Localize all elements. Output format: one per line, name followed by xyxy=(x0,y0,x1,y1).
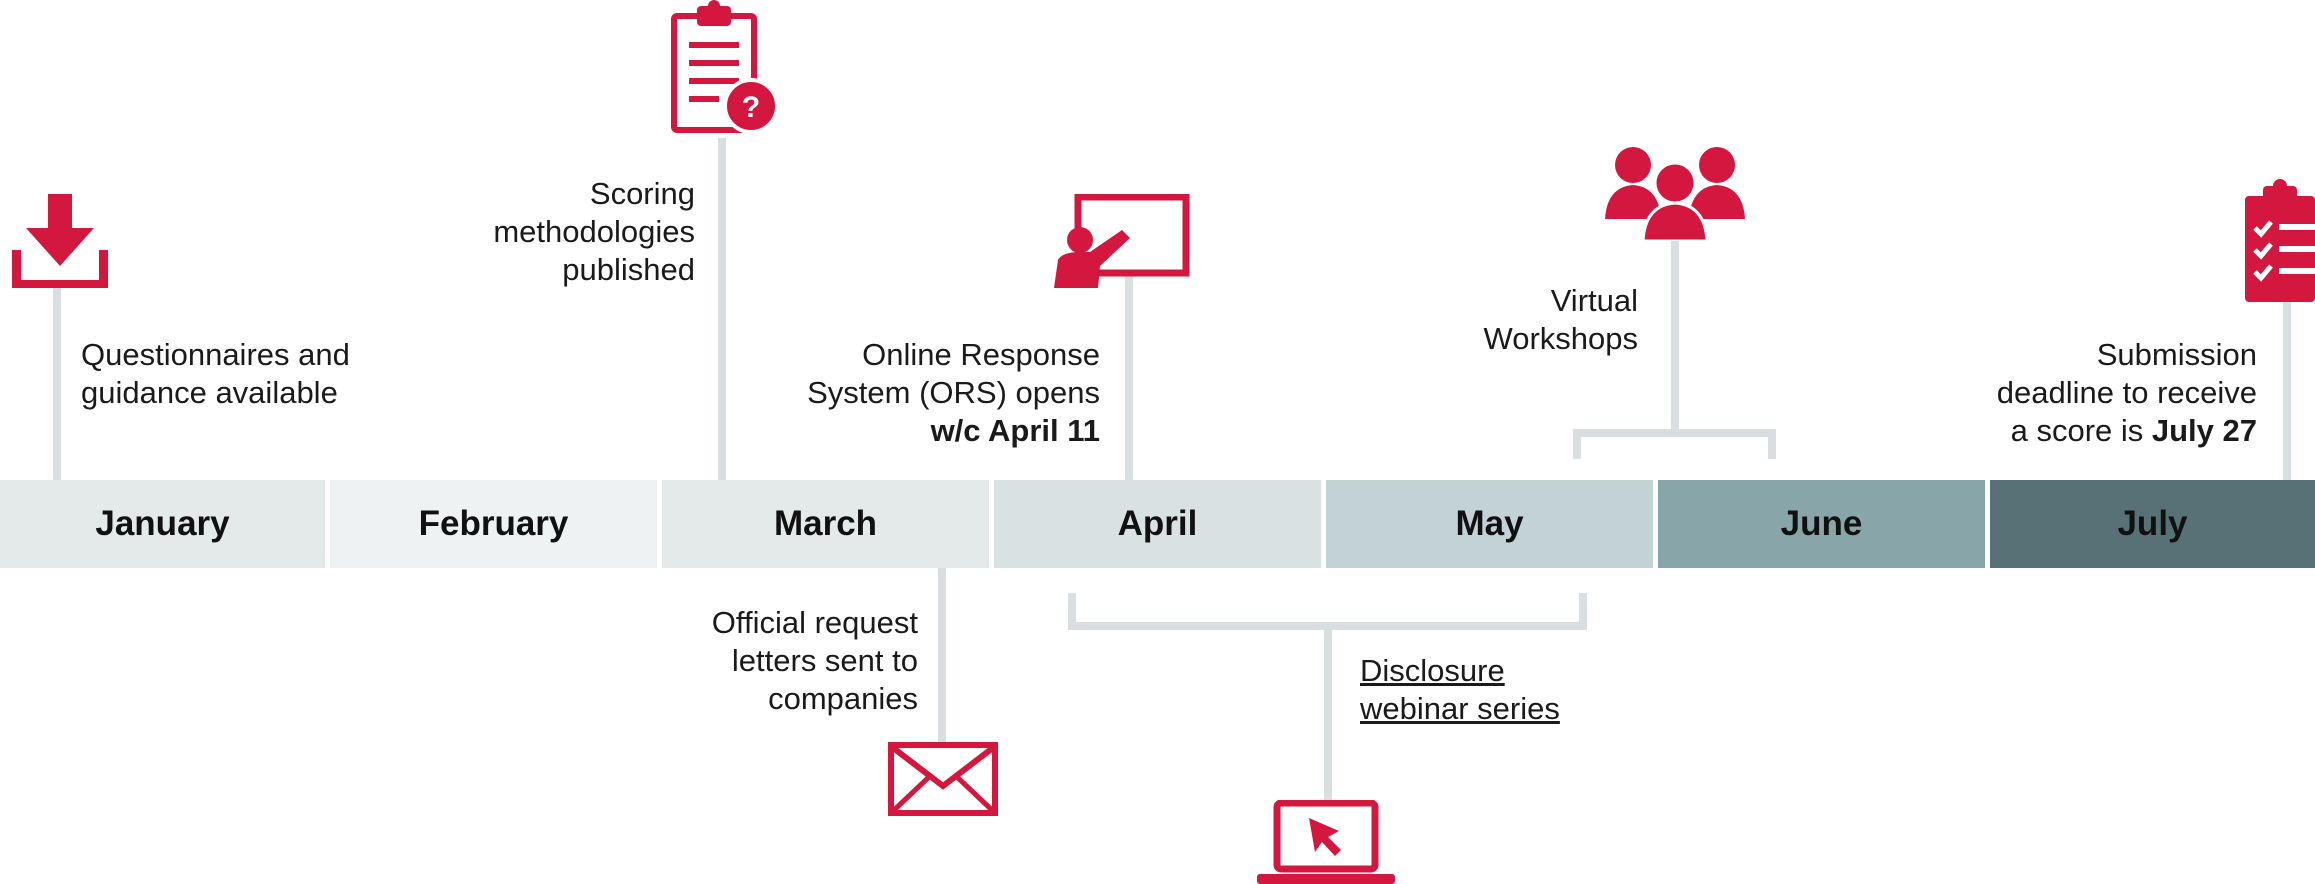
label-line: letters sent to xyxy=(731,643,918,678)
month-label: May xyxy=(1455,504,1524,543)
clipboard-checklist-icon xyxy=(2243,178,2315,302)
scoring-connector xyxy=(718,138,726,480)
label-line: Questionnaires and xyxy=(81,337,350,372)
webinar-bracket-right xyxy=(1579,593,1587,630)
workshops-bracket xyxy=(1573,429,1776,437)
label-line: deadline to receive xyxy=(1996,375,2257,410)
submission-label: Submission deadline to receive a score i… xyxy=(1997,336,2257,450)
questionnaires-label: Questionnaires and guidance available xyxy=(81,336,350,412)
clipboard-question-icon: ? xyxy=(669,0,781,136)
letters-connector xyxy=(938,568,946,744)
laptop-cursor-icon xyxy=(1257,800,1395,884)
download-icon xyxy=(12,194,108,288)
ors-date: w/c April 11 xyxy=(930,413,1100,448)
webinar-link-line[interactable]: Disclosure xyxy=(1360,653,1505,688)
month-label: July xyxy=(2117,504,2188,543)
label-line: a score is July 27 xyxy=(1997,412,2257,450)
ors-connector xyxy=(1125,270,1133,480)
label-line: System (ORS) opens xyxy=(807,375,1100,410)
webinar-link-line[interactable]: webinar series xyxy=(1360,691,1560,726)
label-line: methodologies xyxy=(493,214,695,249)
scoring-label: Scoring methodologies published xyxy=(493,175,695,289)
month-april: April xyxy=(994,480,1321,568)
label-line: Online Response xyxy=(862,337,1100,372)
month-label: January xyxy=(95,504,230,543)
webinar-bracket-left xyxy=(1068,593,1076,630)
label-line: Official request xyxy=(711,605,918,640)
label-line: Workshops xyxy=(1483,321,1639,356)
month-march: March xyxy=(662,480,989,568)
submission-connector xyxy=(2283,300,2291,480)
workshops-connector xyxy=(1671,238,1679,434)
label-line: w/c April 11 xyxy=(807,412,1100,450)
label-line: guidance available xyxy=(81,375,338,410)
workshops-label: Virtual Workshops xyxy=(1484,282,1639,358)
workshops-bracket-right xyxy=(1768,429,1776,459)
presentation-board-icon xyxy=(1050,194,1190,288)
label-line: published xyxy=(562,252,695,287)
month-june: June xyxy=(1658,480,1985,568)
month-july: July xyxy=(1990,480,2315,568)
group-people-icon xyxy=(1605,145,1745,241)
label-line: companies xyxy=(768,681,918,716)
ors-label: Online Response System (ORS) opens w/c A… xyxy=(807,336,1100,450)
webinar-connector xyxy=(1324,622,1332,800)
label-line: Virtual xyxy=(1550,283,1638,318)
month-may: May xyxy=(1326,480,1653,568)
workshops-bracket-left xyxy=(1573,429,1581,459)
month-label: February xyxy=(418,504,569,543)
month-label: April xyxy=(1117,504,1198,543)
submission-prefix: a score is xyxy=(2010,413,2152,448)
webinar-label[interactable]: Disclosure webinar series xyxy=(1360,652,1560,728)
letters-label: Official request letters sent to compani… xyxy=(712,604,918,718)
envelope-icon xyxy=(888,742,998,816)
submission-date: July 27 xyxy=(2151,413,2257,448)
month-label: March xyxy=(773,504,878,543)
questionnaires-connector xyxy=(53,285,61,480)
month-february: February xyxy=(330,480,657,568)
month-january: January xyxy=(0,480,325,568)
label-line: Submission xyxy=(2096,337,2257,372)
svg-text:?: ? xyxy=(742,91,760,124)
label-line: Scoring xyxy=(589,176,695,211)
month-label: June xyxy=(1780,504,1863,543)
